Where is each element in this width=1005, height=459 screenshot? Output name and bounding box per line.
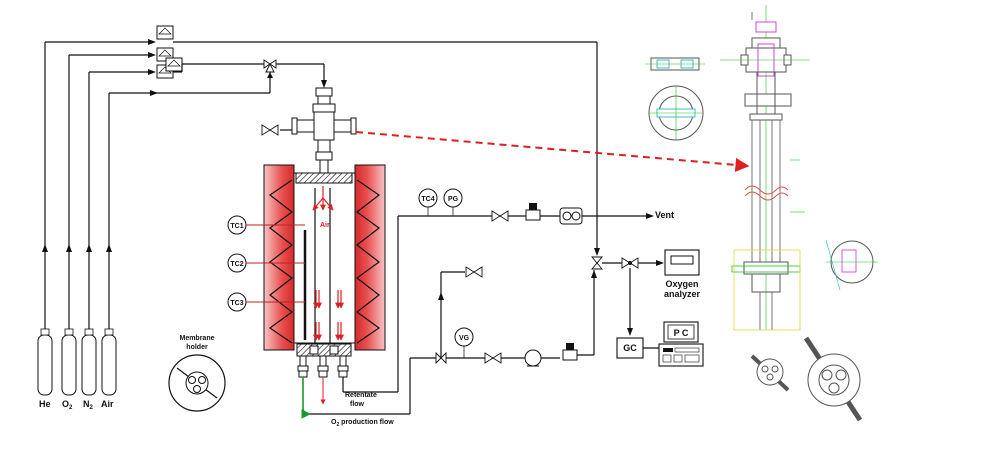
three-way-valve-inlet <box>263 59 277 73</box>
vent-needle-valve <box>491 210 509 222</box>
label-o2: O2 <box>62 399 73 411</box>
analyzer-feed-line <box>591 42 664 336</box>
thermocouples: TC1 TC2 TC3 <box>227 215 305 312</box>
tc2-instrument: TC2 <box>227 253 305 273</box>
tc4-instrument: TC4 <box>418 188 438 208</box>
purge-valve <box>261 124 279 136</box>
membrane-holder-inset: Membrane holder <box>168 335 226 412</box>
cad-flange-part <box>645 57 705 71</box>
pg-instrument: PG <box>443 188 463 208</box>
svg-text:TC4: TC4 <box>421 196 434 203</box>
internal-flow-arrows <box>312 186 344 341</box>
o2-needle-valve <box>484 352 502 364</box>
label-holder: holder <box>186 344 208 351</box>
retentate-line: TC4 PG Vent <box>397 188 674 392</box>
cad-clamp-part <box>648 85 704 141</box>
label-he: He <box>39 399 51 409</box>
label-n2: N2 <box>83 399 94 411</box>
cad-reactor-assembly <box>720 5 810 331</box>
label-analyzer: analyzer <box>664 289 701 299</box>
oxygen-analyzer: Oxygen analyzer <box>664 249 701 299</box>
cylinder-he <box>37 328 53 396</box>
svg-text:GC: GC <box>623 343 637 353</box>
sweep-valve <box>465 266 483 278</box>
reactor-top-fittings <box>261 87 357 175</box>
vacuum-pump <box>524 349 542 367</box>
cad-holder-large <box>803 336 863 422</box>
label-air-inlet: Air <box>320 222 330 229</box>
tubular-furnace: Air <box>263 164 386 357</box>
inlet-manifold <box>173 41 597 93</box>
three-way-valve-analyzer <box>591 256 603 270</box>
mfc-4 <box>165 57 183 72</box>
label-oxygen: Oxygen <box>665 279 698 289</box>
cylinder-n2 <box>81 328 97 396</box>
cad-holder-small <box>750 354 790 392</box>
label-vent: Vent <box>655 210 674 220</box>
mass-flow-controllers <box>156 25 183 79</box>
svg-text:TC2: TC2 <box>230 261 243 268</box>
o2-solenoid <box>562 343 578 361</box>
vent-flowmeter <box>559 207 583 225</box>
label-membrane: Membrane <box>179 335 214 342</box>
cylinder-air <box>101 328 117 396</box>
svg-text:VG: VG <box>459 335 470 342</box>
vg-instrument: VG <box>454 327 474 347</box>
vent-solenoid <box>525 203 541 221</box>
cad-detail-drawing <box>645 5 878 422</box>
svg-text:PG: PG <box>448 196 459 203</box>
gas-feed-lines <box>42 39 270 329</box>
svg-text:TC1: TC1 <box>230 223 243 230</box>
label-retentate: Retentate <box>345 392 377 399</box>
svg-text:P C: P C <box>674 328 689 338</box>
tc3-instrument: TC3 <box>227 292 305 312</box>
gas-cylinders: He O2 N2 Air <box>37 328 117 411</box>
svg-text:TC3: TC3 <box>230 300 243 307</box>
cylinder-o2 <box>61 328 77 396</box>
o2-production-line: VG <box>409 266 597 414</box>
detail-pointer-arrow <box>355 131 750 172</box>
label-retentate-flow: flow <box>350 401 365 408</box>
mfc-1 <box>156 25 174 40</box>
gas-chromatograph: GC <box>616 337 664 359</box>
label-o2-production-flow: O2 production flow <box>331 419 394 428</box>
analyzer-valve <box>621 257 639 269</box>
pc-workstation: P C <box>658 321 704 367</box>
reactor-outlets <box>297 355 410 419</box>
three-way-valve-o2 <box>435 351 447 365</box>
label-air: Air <box>101 399 114 409</box>
cad-section-detail <box>825 239 878 291</box>
tc1-instrument: TC1 <box>227 215 305 235</box>
